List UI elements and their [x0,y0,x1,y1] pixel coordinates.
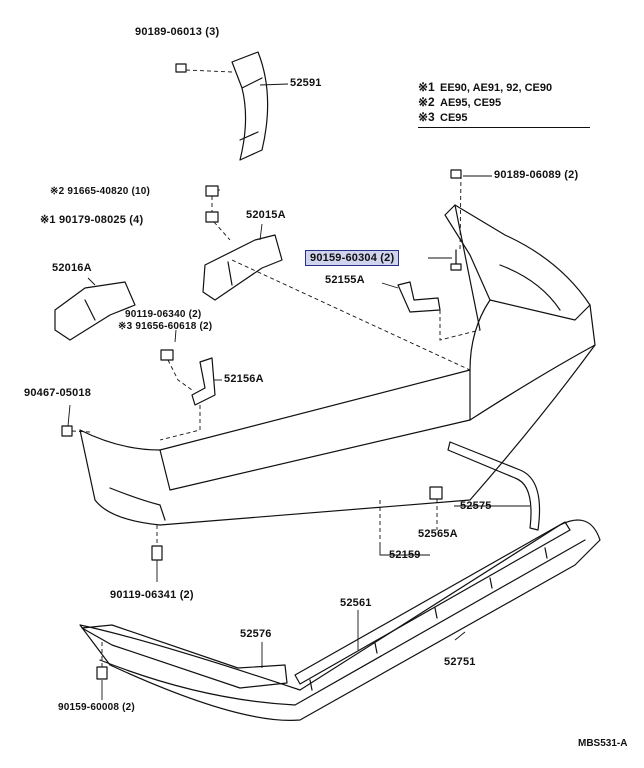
legend-row: ※3 CE95 [418,110,590,125]
part-label-91656-60618[interactable]: ※3 91656-60618 (2) [118,321,213,332]
part-label-52016a[interactable]: 52016A [52,262,92,274]
legend-text: EE90, AE91, 92, CE90 [440,82,553,94]
fastener-symbols [61,63,462,680]
part-label-52561[interactable]: 52561 [340,597,372,609]
reinforcement-part [231,51,269,161]
legend-row: ※1 EE90, AE91, 92, CE90 [418,80,590,95]
part-label-90119-06340[interactable]: 90119-06340 (2) [125,309,202,320]
legend-mark: ※2 [418,95,435,109]
diagram-code: MBS531-A [578,738,628,749]
retainer-right [202,234,283,301]
leader-lines [71,69,481,667]
bracket-52156a [191,357,216,406]
part-label-90119-06341[interactable]: 90119-06341 (2) [110,589,194,601]
part-label-52156a[interactable]: 52156A [224,373,264,385]
part-label-52576[interactable]: 52576 [240,628,272,640]
part-label-90179-08025[interactable]: ※1 90179-08025 (4) [40,214,144,226]
part-label-52591[interactable]: 52591 [290,77,322,89]
part-label-52155a[interactable]: 52155A [325,274,365,286]
part-label-90159-60008[interactable]: 90159-60008 (2) [58,702,135,713]
legend-mark: ※1 [418,80,435,94]
bracket-52155a [397,281,441,313]
strip-52575 [447,441,541,531]
strip-52561 [294,521,571,691]
part-label-52575[interactable]: 52575 [460,500,492,512]
trim-52576 [81,624,288,689]
part-label-52565a[interactable]: 52565A [418,528,458,540]
part-label-90467-05018[interactable]: 90467-05018 [24,387,92,399]
part-label-90189-06013[interactable]: 90189-06013 (3) [135,26,220,38]
part-label-52159[interactable]: 52159 [389,549,421,561]
part-label-52751[interactable]: 52751 [444,656,476,668]
legend-row: ※2 AE95, CE95 [418,95,590,110]
legend-text: CE95 [440,112,468,124]
part-label-91665-40820[interactable]: ※2 91665-40820 (10) [50,186,151,197]
part-label-90159-60304[interactable]: 90159-60304 (2) [305,250,400,266]
solid-leaders [67,83,530,700]
bumper-cover [79,204,596,526]
retainer-left [54,281,136,341]
legend-mark: ※3 [418,110,435,124]
model-legend: ※1 EE90, AE91, 92, CE90 ※2 AE95, CE95 ※3 CE… [418,80,590,128]
part-label-90189-06089[interactable]: 90189-06089 (2) [494,169,579,181]
legend-text: AE95, CE95 [440,97,502,109]
part-label-52015a[interactable]: 52015A [246,209,286,221]
lower-molding [79,519,601,721]
